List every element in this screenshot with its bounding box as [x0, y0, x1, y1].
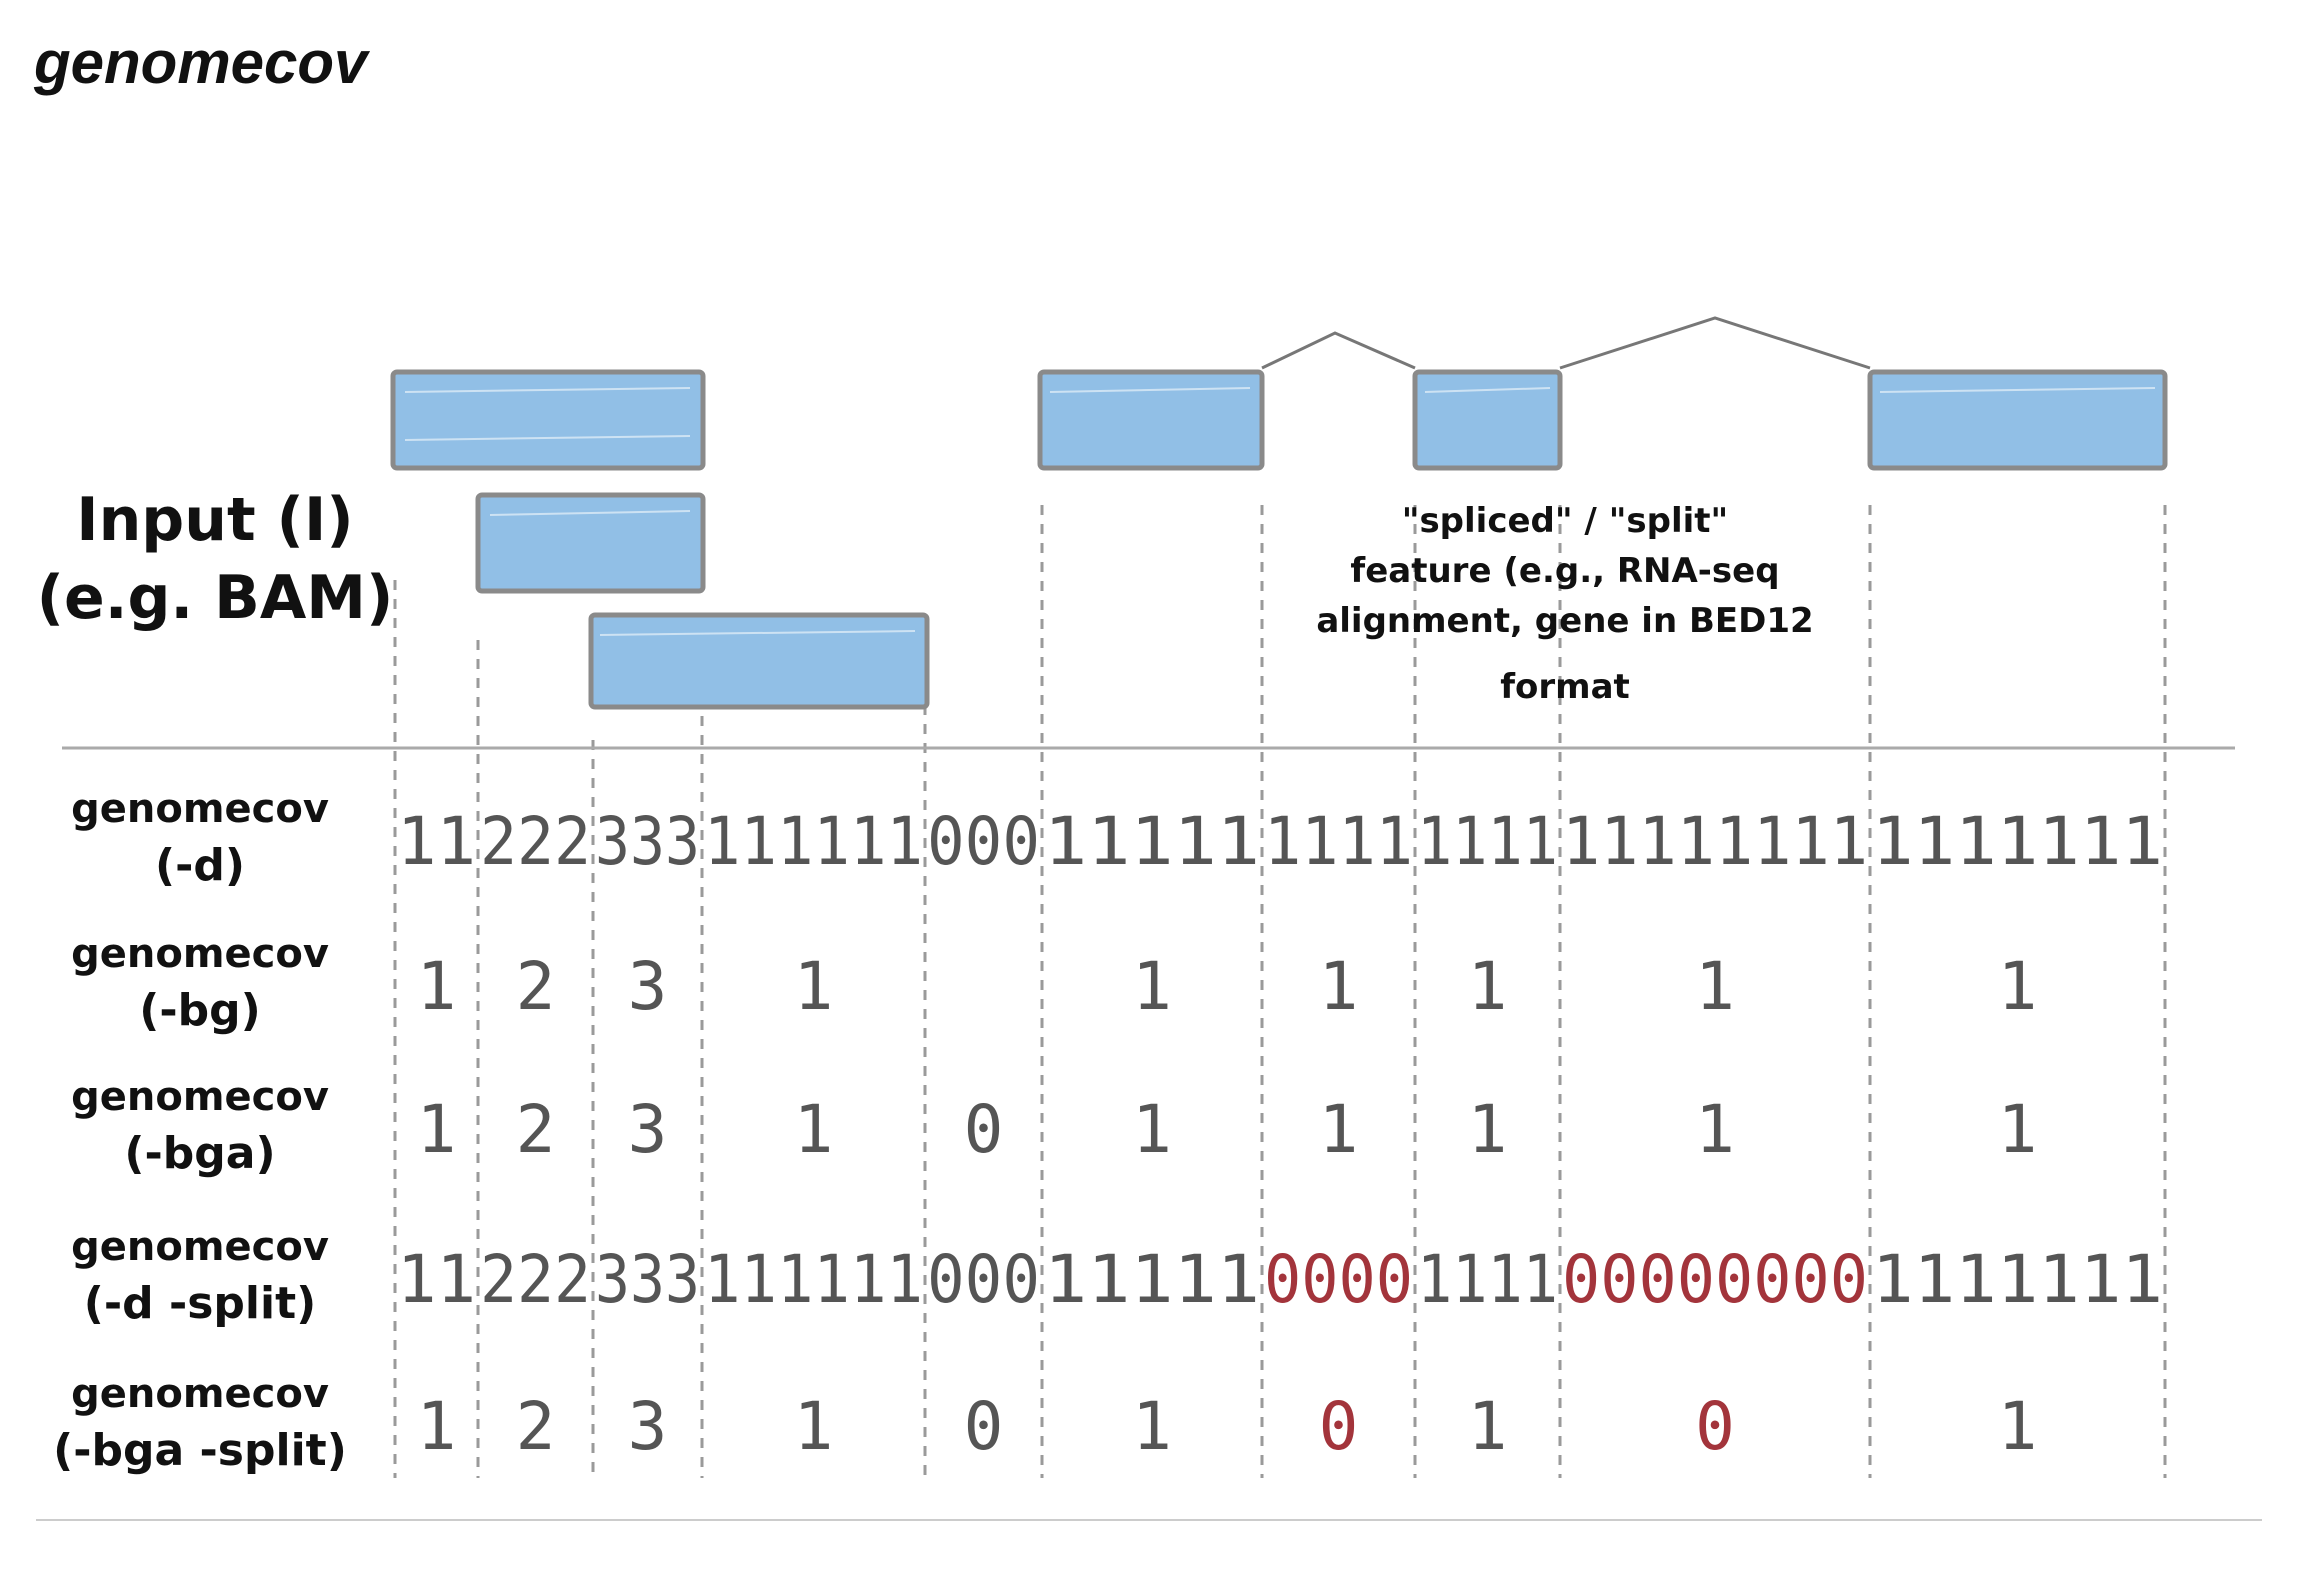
- coverage-value: 1: [1998, 948, 2038, 1025]
- read-block: [390, 369, 706, 471]
- read-block: [475, 492, 706, 594]
- coverage-value: 1111: [1417, 1241, 1558, 1318]
- row-flag: (-bg): [139, 985, 260, 1036]
- coverage-value: 0: [964, 1091, 1004, 1168]
- coverage-value: 1: [1319, 948, 1359, 1025]
- coverage-value: 1111: [1264, 803, 1413, 880]
- split-read-exon: [1037, 369, 1265, 471]
- coverage-value: 000: [927, 803, 1040, 880]
- coverage-value: 2: [516, 948, 556, 1025]
- row-flag: (-d -split): [84, 1278, 316, 1329]
- coverage-value: 3: [628, 1388, 668, 1465]
- page-title: genomecov: [34, 29, 368, 96]
- coverage-value: 11: [397, 803, 476, 880]
- coverage-value: 2: [516, 1388, 556, 1465]
- coverage-value: 1: [1132, 1388, 1172, 1465]
- sketch-stroke: [404, 435, 691, 441]
- coverage-value: 1111: [1417, 803, 1558, 880]
- coverage-value: 1: [1468, 1388, 1508, 1465]
- row-label: genomecov: [71, 1371, 329, 1417]
- coverage-value: 111111: [704, 803, 923, 880]
- read-block: [588, 612, 930, 710]
- coverage-value: 333: [595, 1241, 700, 1318]
- input-label-line: (e.g. BAM): [37, 563, 394, 633]
- row-flag: (-bga): [124, 1128, 275, 1179]
- sketch-stroke: [1049, 387, 1251, 393]
- coverage-value: 3: [628, 1091, 668, 1168]
- split-annotation: "spliced" / "split" feature (e.g., RNA-s…: [1316, 501, 1813, 707]
- coverage-value: 222: [480, 803, 591, 880]
- intron-line: [1261, 331, 1416, 370]
- coverage-value: 0000: [1264, 1241, 1413, 1318]
- sketch-stroke: [1879, 387, 2156, 393]
- coverage-value: 111111: [704, 1241, 923, 1318]
- row-label: genomecov: [71, 1224, 329, 1270]
- coverage-value: 333: [595, 803, 700, 880]
- annotation-line: "spliced" / "split": [1402, 501, 1729, 541]
- row-label: genomecov: [71, 1074, 329, 1120]
- coverage-value: 0: [1695, 1388, 1735, 1465]
- coverage-value: 1: [1468, 1091, 1508, 1168]
- coverage-value: 3: [628, 948, 668, 1025]
- row-label: genomecov: [71, 786, 329, 832]
- coverage-value: 11: [397, 1241, 476, 1318]
- sketch-stroke: [599, 630, 916, 636]
- coverage-value: 1: [1319, 1091, 1359, 1168]
- sketch-stroke: [489, 510, 691, 516]
- coverage-value: 1111111: [1872, 1241, 2163, 1318]
- coverage-value: 1: [794, 1091, 834, 1168]
- input-reads: [390, 369, 2168, 710]
- coverage-value: 1: [1695, 1091, 1735, 1168]
- coverage-value: 00000000: [1562, 1241, 1868, 1318]
- coverage-value: 11111: [1044, 803, 1260, 880]
- coverage-value: 1: [417, 1091, 457, 1168]
- coverage-value: 11111111: [1562, 803, 1868, 880]
- row-label: genomecov: [71, 931, 329, 977]
- intron-connectors: [1261, 316, 1871, 370]
- split-read-exon: [1867, 369, 2168, 471]
- annotation-line: format: [1500, 667, 1630, 707]
- input-label: Input (I) (e.g. BAM): [37, 485, 394, 633]
- coverage-value: 0: [1319, 1388, 1359, 1465]
- coverage-value: 1: [794, 1388, 834, 1465]
- annotation-line: alignment, gene in BED12: [1316, 601, 1813, 641]
- input-label-line: Input (I): [76, 485, 353, 555]
- sketch-stroke: [1424, 387, 1551, 393]
- coverage-value: 1: [417, 948, 457, 1025]
- boundary-guides: [393, 505, 2167, 1478]
- annotation-line: feature (e.g., RNA-seq: [1350, 551, 1779, 591]
- intron-line: [1559, 316, 1871, 370]
- row-flag: (-bga -split): [53, 1425, 347, 1476]
- coverage-value: 1111111: [1872, 803, 2163, 880]
- row-flag: (-d): [155, 840, 245, 891]
- coverage-value: 1: [1468, 948, 1508, 1025]
- coverage-value: 1: [1695, 948, 1735, 1025]
- coverage-value: 1: [1132, 1091, 1172, 1168]
- coverage-value: 1: [1132, 948, 1172, 1025]
- coverage-value: 11111: [1044, 1241, 1260, 1318]
- coverage-value: 000: [927, 1241, 1040, 1318]
- coverage-value: 0: [964, 1388, 1004, 1465]
- split-read-exon: [1412, 369, 1563, 471]
- coverage-value: 1: [417, 1388, 457, 1465]
- coverage-value: 222: [480, 1241, 591, 1318]
- coverage-value: 1: [794, 948, 834, 1025]
- coverage-value: 2: [516, 1091, 556, 1168]
- coverage-value: 1: [1998, 1388, 2038, 1465]
- sketch-stroke: [404, 387, 691, 393]
- coverage-value: 1: [1998, 1091, 2038, 1168]
